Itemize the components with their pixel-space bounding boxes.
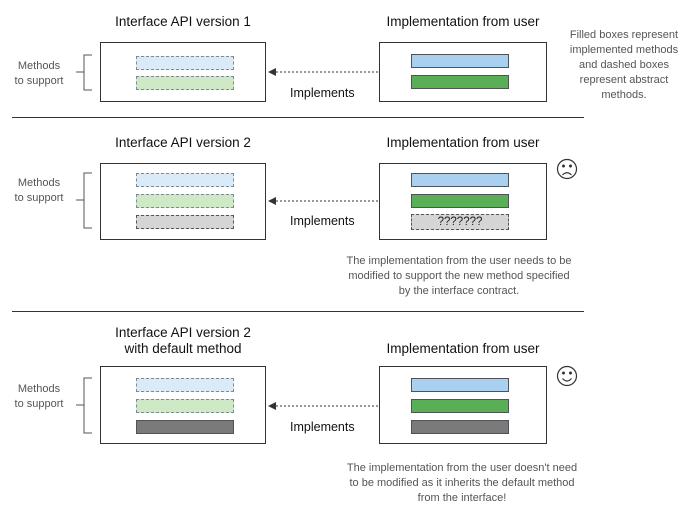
- implemented-method-1: [411, 378, 509, 392]
- abstract-method-2: [136, 194, 234, 208]
- methods-to-support-label: Methods to support: [14, 383, 64, 410]
- change-required-note: The implementation from the user needs t…: [346, 255, 572, 297]
- interface-title: Interface API version 2: [115, 135, 251, 150]
- abstract-method-1: [136, 173, 234, 187]
- methods-bracket: [76, 172, 92, 229]
- implemented-method-1: [411, 54, 509, 68]
- interface-box: [100, 42, 266, 102]
- methods-bracket: [76, 377, 92, 434]
- implements-label: Implements: [290, 420, 355, 434]
- implemented-method-2: [411, 399, 509, 413]
- implements-label: Implements: [290, 214, 355, 228]
- divider-2: [12, 311, 584, 312]
- implemented-method-1: [411, 173, 509, 187]
- user-implementation-title: Implementation from user: [386, 14, 540, 29]
- user-implementation-title: Implementation from user: [386, 341, 540, 356]
- default-method: [136, 420, 234, 434]
- happy-face-icon: [556, 365, 578, 387]
- implemented-method-2: [411, 194, 509, 208]
- divider-1: [12, 117, 584, 118]
- missing-method: ???????: [411, 214, 509, 230]
- abstract-method-1: [136, 56, 234, 70]
- implemented-method-2: [411, 75, 509, 89]
- implements-label: Implements: [290, 86, 355, 100]
- legend-note: Filled boxes represent implemented metho…: [569, 29, 679, 101]
- interface-title: Interface API version 1: [115, 14, 251, 29]
- sad-face-icon: [556, 158, 578, 180]
- inherited-default-method: [411, 420, 509, 434]
- methods-bracket: [76, 54, 92, 91]
- no-change-note: The implementation from the user doesn't…: [346, 462, 578, 504]
- methods-to-support-label: Methods to support: [14, 60, 64, 87]
- new-abstract-method: [136, 215, 234, 229]
- user-implementation-box: [379, 42, 547, 102]
- user-implementation-title: Implementation from user: [386, 135, 540, 150]
- abstract-method-1: [136, 378, 234, 392]
- abstract-method-2: [136, 76, 234, 90]
- interface-title: Interface API version 2 with default met…: [115, 325, 251, 356]
- abstract-method-2: [136, 399, 234, 413]
- methods-to-support-label: Methods to support: [14, 177, 64, 204]
